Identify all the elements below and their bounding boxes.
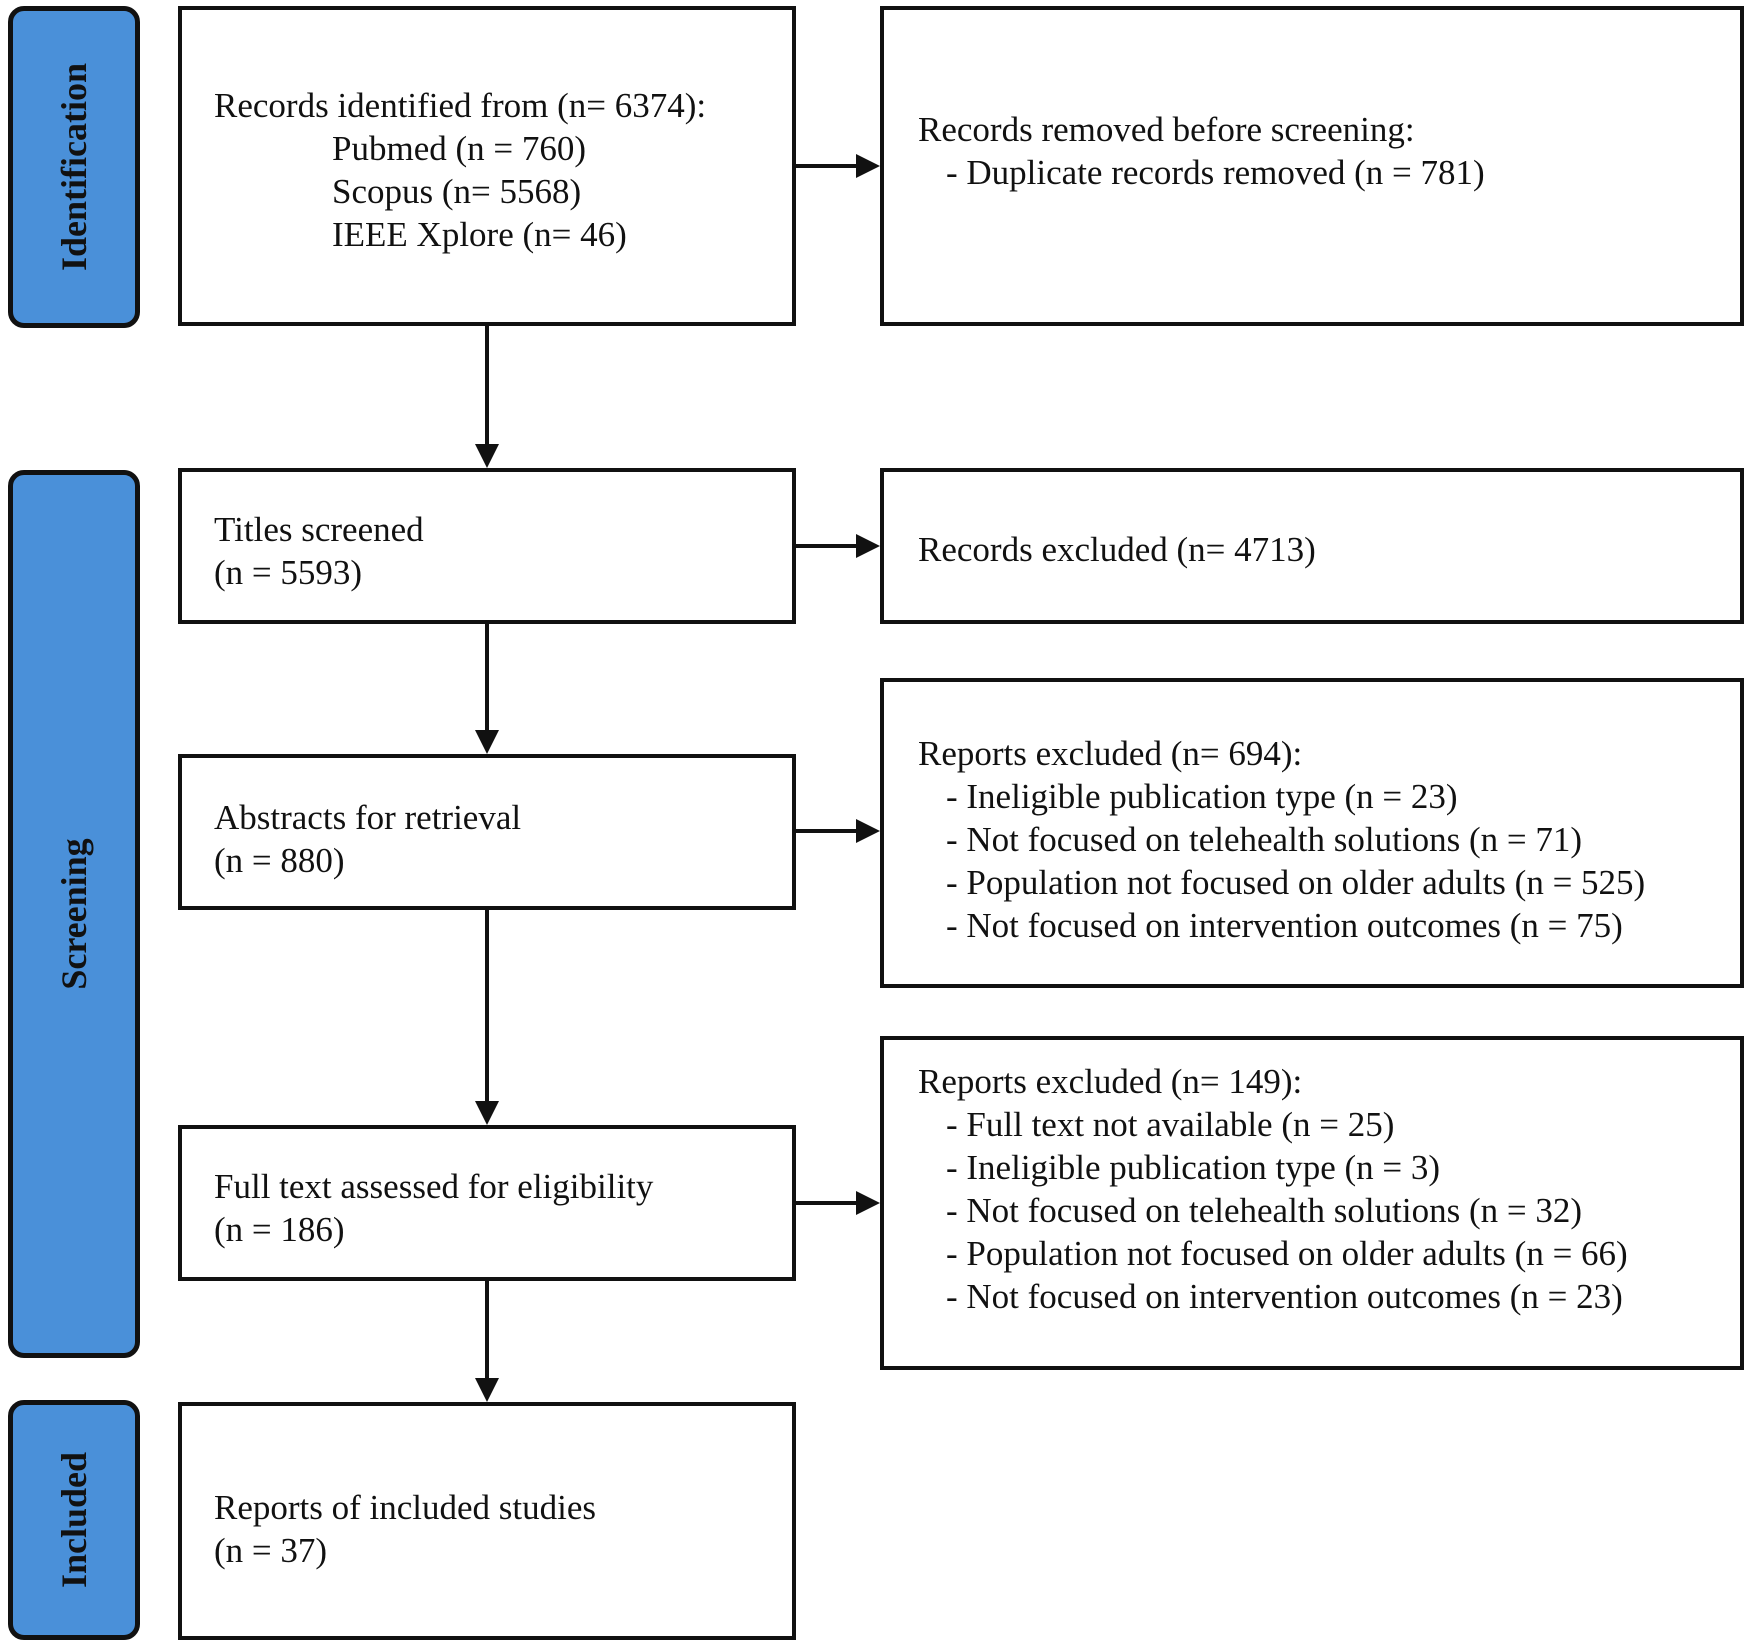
titles-screened-box: Titles screened (n = 5593) — [178, 468, 796, 624]
included-studies-label: Reports of included studies — [214, 1488, 597, 1527]
records-identified-title: Records identified from (n= 6374): — [214, 86, 707, 125]
full-text-count: (n = 186) — [214, 1210, 345, 1249]
source-pubmed: Pubmed (n = 760) — [332, 129, 587, 168]
abstracts-count: (n = 880) — [214, 841, 345, 880]
reports-excluded-1-item: - Not focused on telehealth solutions (n… — [946, 820, 1582, 859]
abstracts-box: Abstracts for retrieval (n = 880) — [178, 754, 796, 910]
records-excluded-box: Records excluded (n= 4713) — [880, 468, 1744, 624]
arrowhead-down-4 — [475, 1378, 499, 1402]
reports-excluded-1-item: - Ineligible publication type (n = 23) — [946, 777, 1458, 816]
arrowhead-right-3 — [856, 819, 880, 843]
arrowhead-down-2 — [475, 730, 499, 754]
arrowhead-right-1 — [856, 154, 880, 178]
titles-screened-count: (n = 5593) — [214, 553, 363, 592]
arrowhead-down-1 — [475, 444, 499, 468]
duplicates-removed-item: - Duplicate records removed (n = 781) — [946, 153, 1485, 192]
reports-excluded-2-item: - Population not focused on older adults… — [946, 1234, 1628, 1273]
reports-excluded-2-box: Reports excluded (n= 149): - Full text n… — [880, 1036, 1744, 1370]
full-text-label: Full text assessed for eligibility — [214, 1167, 654, 1206]
source-ieee-xplore: IEEE Xplore (n= 46) — [332, 215, 627, 254]
reports-excluded-1-title: Reports excluded (n= 694): — [918, 734, 1303, 773]
source-scopus: Scopus (n= 5568) — [332, 172, 582, 211]
phase-identification: Identification — [8, 6, 140, 328]
reports-excluded-2-item: - Not focused on telehealth solutions (n… — [946, 1191, 1582, 1230]
arrowhead-right-2 — [856, 534, 880, 558]
reports-excluded-2-item: - Not focused on intervention outcomes (… — [946, 1277, 1623, 1316]
reports-excluded-2-item: - Ineligible publication type (n = 3) — [946, 1148, 1441, 1187]
records-identified-box: Records identified from (n= 6374): Pubme… — [178, 6, 796, 326]
included-studies-box: Reports of included studies (n = 37) — [178, 1402, 796, 1640]
reports-excluded-1-item: - Population not focused on older adults… — [946, 863, 1646, 902]
reports-excluded-1-item: - Not focused on intervention outcomes (… — [946, 906, 1623, 945]
included-studies-count: (n = 37) — [214, 1531, 328, 1570]
full-text-box: Full text assessed for eligibility (n = … — [178, 1125, 796, 1281]
arrowhead-down-3 — [475, 1101, 499, 1125]
reports-excluded-2-item: - Full text not available (n = 25) — [946, 1105, 1395, 1144]
records-excluded-label: Records excluded (n= 4713) — [918, 530, 1316, 569]
phase-screening: Screening — [8, 470, 140, 1358]
reports-excluded-2-title: Reports excluded (n= 149): — [918, 1062, 1303, 1101]
records-removed-title: Records removed before screening: — [918, 110, 1415, 149]
titles-screened-label: Titles screened — [214, 510, 424, 549]
arrowhead-right-4 — [856, 1191, 880, 1215]
reports-excluded-1-box: Reports excluded (n= 694): - Ineligible … — [880, 678, 1744, 988]
phase-included: Included — [8, 1400, 140, 1640]
records-removed-box: Records removed before screening: - Dupl… — [880, 6, 1744, 326]
abstracts-label: Abstracts for retrieval — [214, 798, 522, 837]
